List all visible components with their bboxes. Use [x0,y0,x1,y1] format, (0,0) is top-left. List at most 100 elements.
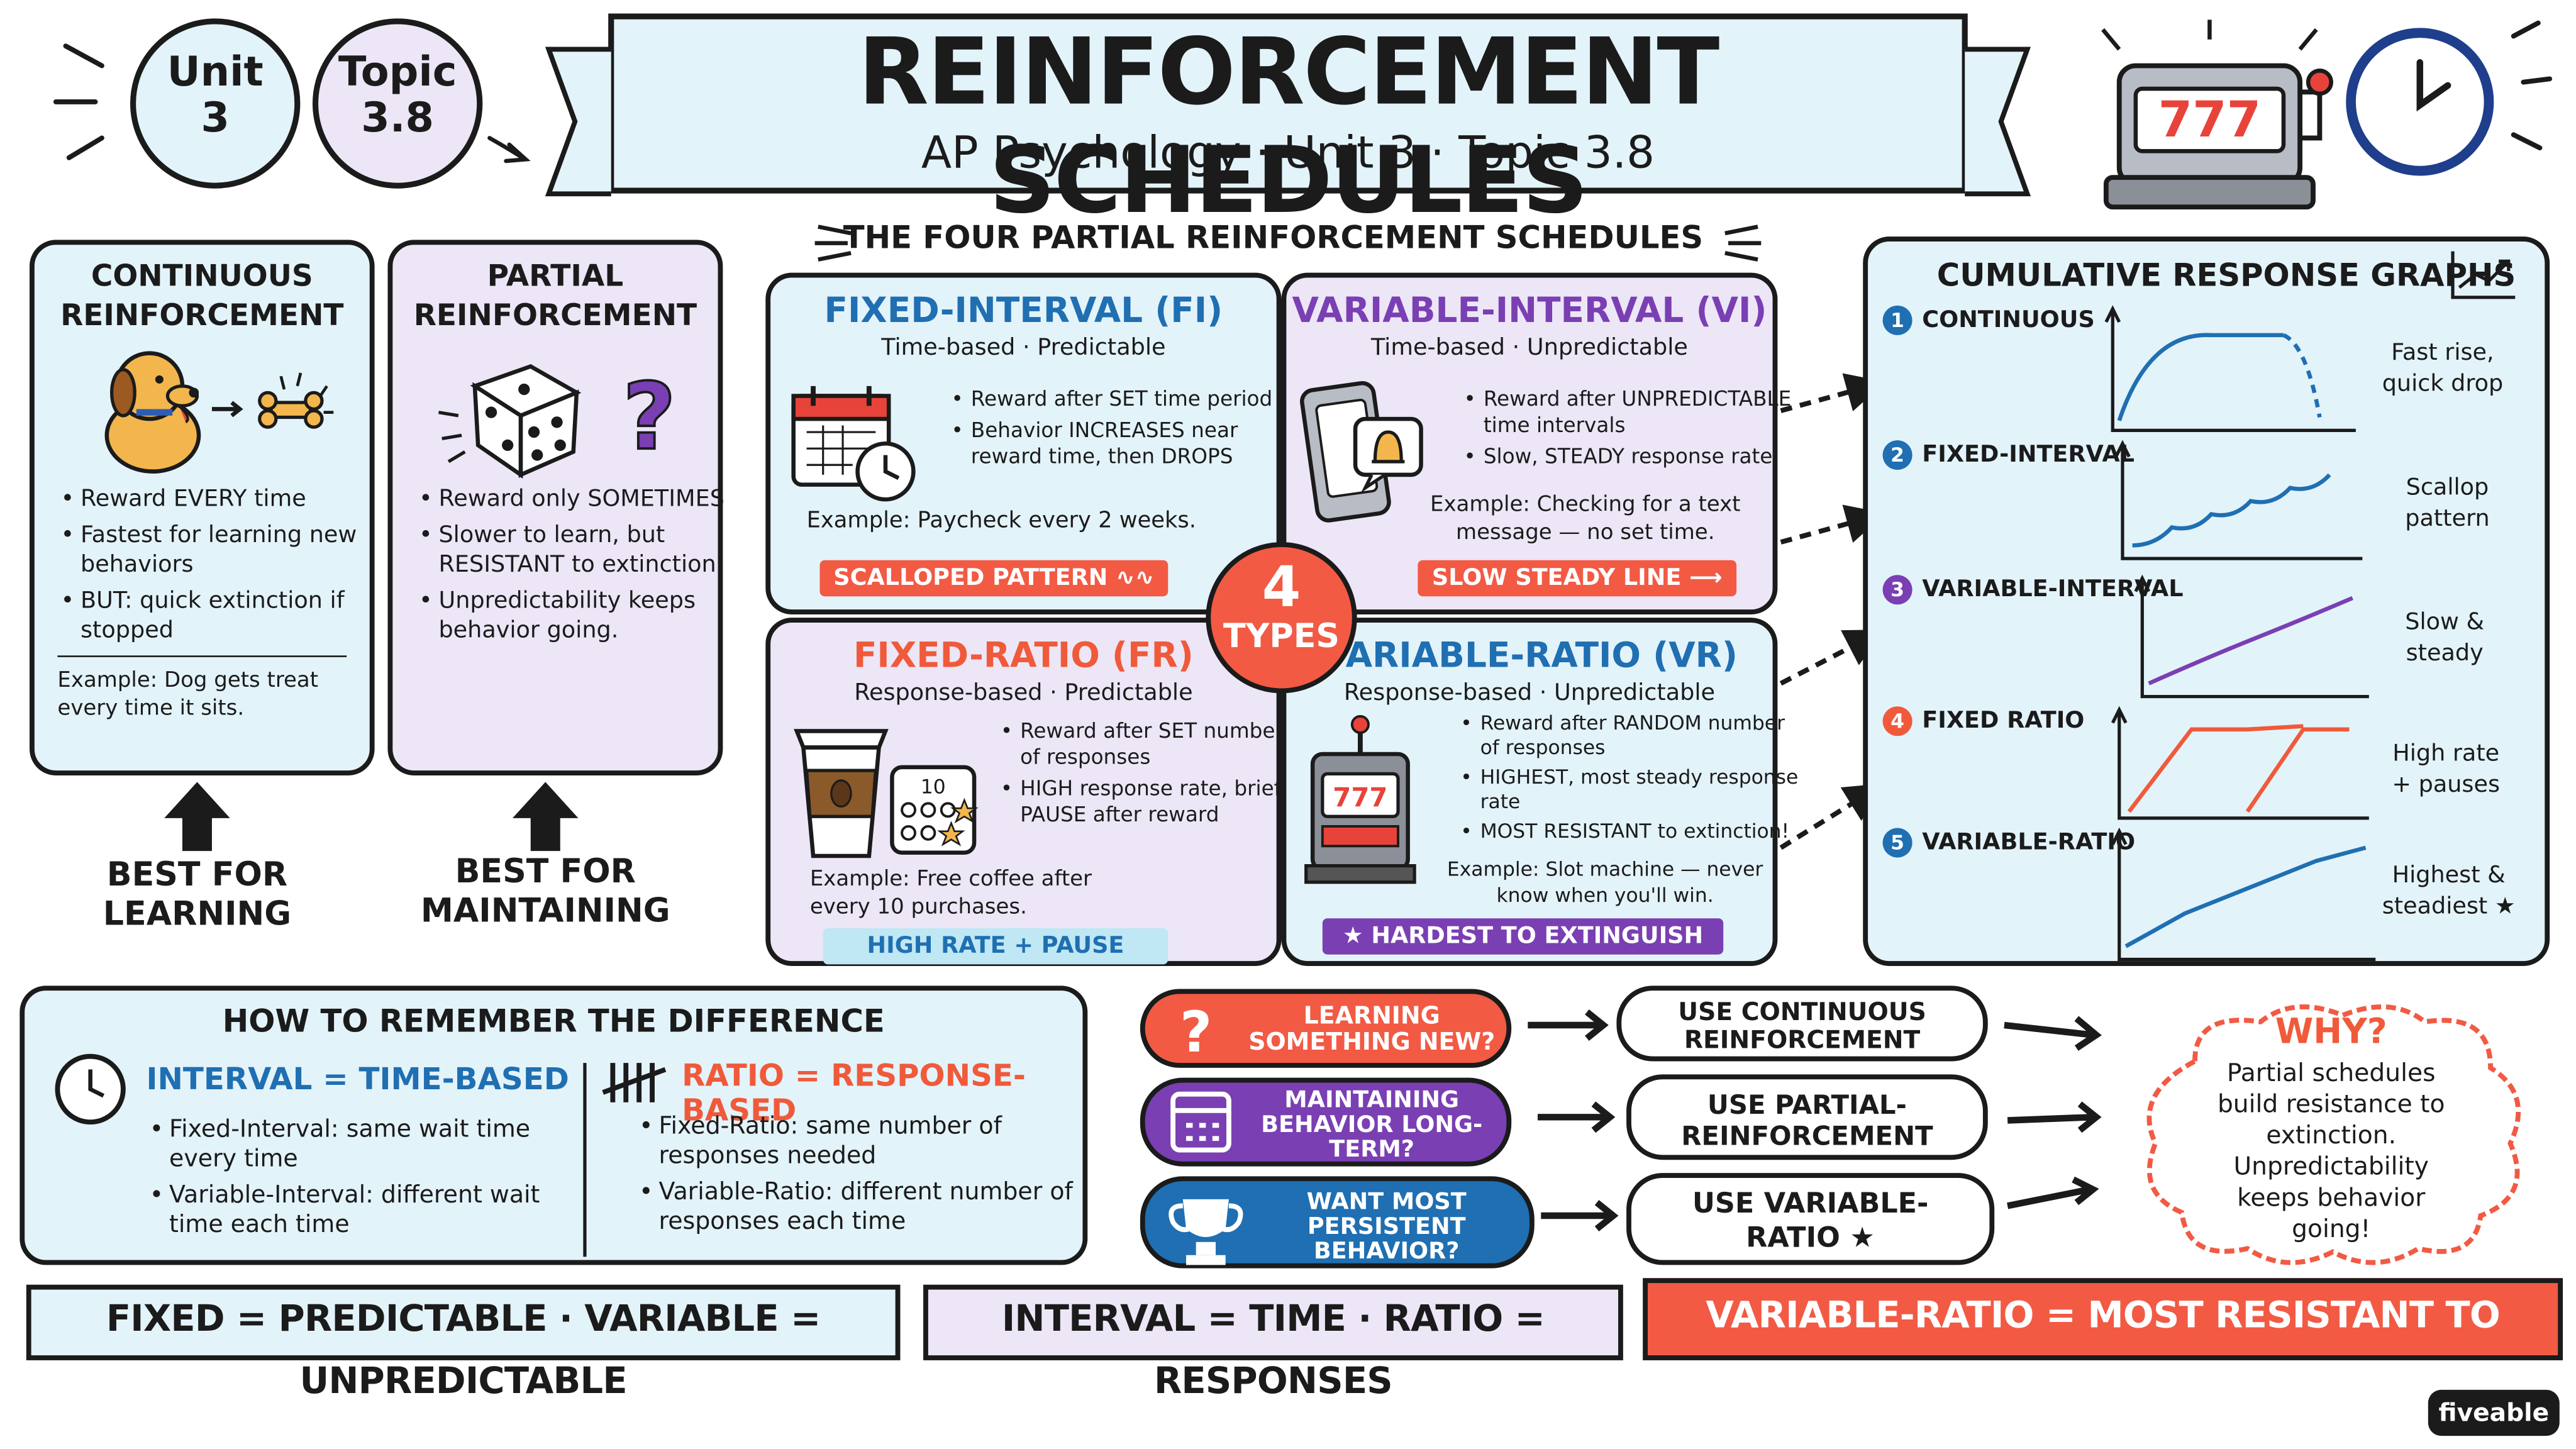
graph-curve [2124,845,2367,948]
fr-title: FIXED-RATIO (FR) [853,635,1194,675]
continuous-title-2: REINFORCEMENT [60,299,344,334]
dog-icon [104,351,201,474]
unit-badge: Unit 3 [164,48,266,141]
list-item: HIGH response rate, brief PAUSE after re… [1001,775,1302,828]
graph-note-line: Slow & [2405,609,2485,636]
vr-bullets: Reward after RANDOM number of responses … [1457,711,1799,849]
fr-panel: FIXED-RATIO (FR) Response-based · Predic… [765,618,1284,966]
graph-note-line: Scallop [2406,474,2489,501]
vi-example: Example: Checking for a text message — n… [1430,492,1741,546]
graph-note-line: + pauses [2392,772,2501,799]
vi-bullets: Reward after UNPREDICTABLE time interval… [1460,386,1796,475]
page-subtitle: AP Psychology · Unit 3 · Topic 3.8 [921,128,1655,179]
bottom-vr-resistant: VARIABLE-RATIO = MOST RESISTANT TO EXTIN… [1643,1278,2563,1406]
clock-icon [2346,20,2553,176]
schedules-heading: THE FOUR PARTIAL REINFORCEMENT SCHEDULES [843,220,1704,257]
best-for-value: MAINTAINING [420,890,670,930]
partial-bullets: Reward only SOMETIMES Slower to learn, b… [416,485,728,646]
flow-arrows-right [2004,1016,2102,1209]
interval-head: INTERVAL = TIME-BASED [146,1063,569,1097]
flow-arrows [1528,1009,1619,1232]
graph-curve [2127,724,2350,813]
axis-arrow [2111,706,2128,724]
vi-subtitle: Time-based · Unpredictable [1370,335,1688,362]
decision-answer-3: USE VARIABLE-RATIO ★ [1626,1173,1995,1265]
graph-note: Highest & steadiest ★ [2382,861,2516,923]
graph-axes [2140,581,2369,699]
list-item: Behavior INCREASES near reward time, the… [951,417,1290,470]
types-number: 4 [1262,555,1301,621]
bottom-interval-ratio: INTERVAL = TIME · RATIO = RESPONSES [923,1284,1623,1403]
graph-label-text: VARIABLE-RATIO [1922,830,2136,856]
topic-badge: Topic 3.8 [337,48,458,141]
fi-panel: FIXED-INTERVAL (FI) Time-based · Predict… [765,272,1282,614]
decision-answer-2: USE PARTIAL-REINFORCEMENT [1626,1074,1988,1160]
question-text: MAINTAINING BEHAVIOR LONG-TERM? [1261,1087,1483,1163]
graph-drop-curve [2282,333,2322,418]
graph-number-badge: 4 [1882,706,1913,736]
decision-answer-1: USE CONTINUOUS REINFORCEMENT [1616,985,1988,1062]
up-arrow-icon [513,782,579,852]
graph-curve [2132,473,2331,548]
why-cloud [2146,1004,2521,1265]
interval-bullets: Fixed-Interval: same wait time every tim… [146,1116,596,1247]
graph-label-text: CONTINUOUS [1922,307,2095,334]
graph-axes [2118,713,2369,820]
graph-note: Fast rise,quick drop [2382,338,2504,401]
ratio-bullets: Fixed-Ratio: same number of responses ne… [636,1112,1102,1243]
fr-subtitle: Response-based · Predictable [854,680,1193,707]
heading-dashes [814,225,1762,262]
axis-arrow [2111,827,2128,845]
continuous-bullets: Reward EVERY time Fastest for learning n… [57,485,369,646]
graph-note-line: steadiest ★ [2382,894,2516,920]
graph-number-badge: 5 [1882,828,1913,858]
list-item: HIGHEST, most steady response rate [1460,765,1799,814]
types-label: TYPES [1223,616,1340,656]
decision-icons: ? [1169,1000,1243,1265]
fi-bullets: Reward after SET time period Behavior IN… [948,386,1289,475]
list-item: Reward after RANDOM number of responses [1460,711,1799,760]
graph-axes [2111,312,2356,433]
divider [583,1063,587,1257]
fr-bullets: Reward after SET number of responses HIG… [997,718,1303,833]
slot-machine-icon: 777 [1304,714,1416,884]
vr-example: Example: Slot machine — never know when … [1446,857,1763,907]
bottom-fixed-variable: FIXED = PREDICTABLE · VARIABLE = UNPREDI… [26,1284,901,1403]
list-item: Reward only SOMETIMES [419,485,728,514]
dog-bone-illustration [104,351,334,474]
graph-curve [2148,596,2353,686]
why-text: Partial schedules build resistance to ex… [2217,1058,2445,1244]
list-item: Fixed-Ratio: same number of responses ne… [639,1112,1102,1171]
vi-tag: SLOW STEADY LINE ⟶ [1418,560,1737,597]
graph-note-line: pattern [2405,506,2490,533]
up-arrow-icon [164,782,230,852]
vr-subtitle: Response-based · Unpredictable [1343,680,1716,707]
tally-marks-icon [602,1063,667,1102]
list-item: Reward EVERY time [61,485,370,514]
list-item: Slow, STEADY response rate [1463,443,1796,470]
remember-title: HOW TO REMEMBER THE DIFFERENCE [222,1004,885,1040]
answer-text: USE VARIABLE-RATIO ★ [1692,1187,1929,1255]
fi-title: FIXED-INTERVAL (FI) [824,291,1223,331]
question-text: LEARNING SOMETHING NEW? [1248,1004,1496,1057]
decision-question-1: LEARNING SOMETHING NEW? [1140,989,1512,1068]
graph-note-line: Fast rise, [2391,340,2494,367]
fr-example: Example: Free coffee after every 10 purc… [809,867,1092,920]
list-item: MOST RESISTANT to extinction! [1460,819,1799,844]
fi-subtitle: Time-based · Predictable [881,335,1166,362]
list-item: Reward after SET time period [951,386,1290,413]
trend-chart-icon [2451,251,2516,299]
vi-panel: VARIABLE-INTERVAL (VI) Time-based · Unpr… [1281,272,1791,614]
fiveable-logo: fiveable [2428,1389,2560,1436]
cumulative-graphs [2104,305,2376,962]
remember-panel: HOW TO REMEMBER THE DIFFERENCE INTERVAL … [19,985,1088,1265]
graph-note-line: Highest & [2392,862,2506,889]
graph-label: 5 VARIABLE-RATIO [1882,828,2136,858]
graphs-panel: CUMULATIVE RESPONSE GRAPHS [1863,236,2550,966]
axis-arrow [2134,574,2151,592]
partial-title-2: REINFORCEMENT [413,299,697,334]
graph-note-line: High rate [2392,741,2500,767]
